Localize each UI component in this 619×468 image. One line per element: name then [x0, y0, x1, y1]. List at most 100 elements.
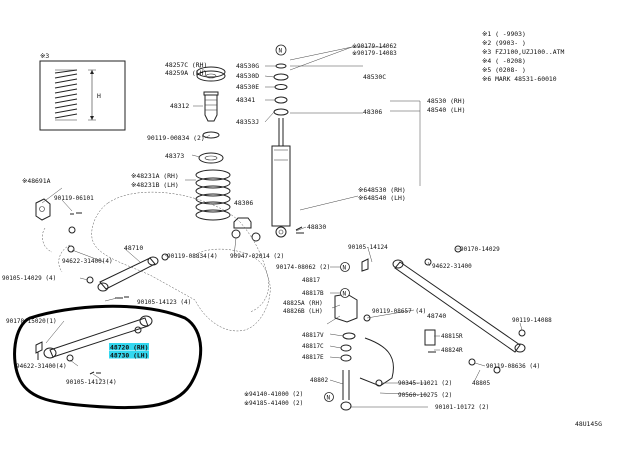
highlight-ring — [13, 304, 203, 410]
legend-row-2: ※2 (9903- ) — [482, 39, 526, 47]
stabilizer-link-rod — [342, 370, 350, 400]
n-circle-right-2 — [340, 288, 350, 298]
label-48740: 48740 — [427, 312, 446, 320]
inset-dim-line — [88, 69, 96, 121]
label-48530g: 48530G — [236, 62, 259, 70]
label-48824r: 48824R — [441, 347, 463, 354]
label-48257c: 48257C (RH) — [165, 61, 207, 69]
coil-spring — [195, 169, 231, 221]
label-90345-11021: 90345-11021 (2) — [398, 380, 452, 387]
label-94185-41400: ※94185-41400 (2) — [244, 400, 303, 407]
diff-outline — [194, 248, 269, 313]
shock-rod — [278, 118, 284, 146]
spring-height-inset: ※3 H — [39, 52, 126, 131]
stabilizer-bracket — [334, 293, 358, 323]
bracket-48306 — [233, 217, 252, 229]
label-90947-02014: 90947-02014 (2) — [230, 253, 284, 260]
axle-outline — [91, 191, 271, 332]
label-90101-10172: 90101-10172 (2) — [435, 404, 489, 411]
label-48817e: 48817E — [302, 354, 324, 361]
label-90105-14123-c: 90105-14123(4) — [66, 379, 117, 386]
label-94622-31400-c: 94622-31400 — [432, 263, 472, 270]
label-90178-15020: 90178-15020(1) — [6, 318, 57, 325]
label-48353j: 48353J — [236, 118, 259, 126]
spring-stack-left — [195, 66, 261, 242]
label-90119-14088: 90119-14088 — [512, 317, 552, 324]
label-48306-right: 48306 — [363, 108, 382, 116]
label-48373: 48373 — [165, 152, 184, 160]
lower-control-arm[interactable] — [35, 315, 153, 375]
label-48691a: ※48691A — [22, 177, 51, 185]
label-90119-08657: 90119-08657 (4) — [372, 308, 426, 315]
washer-48341 — [202, 131, 220, 139]
label-48817c: 48817C — [302, 343, 324, 350]
label-48826b: 48826B (LH) — [283, 308, 323, 315]
label-90560-10275: 90560-10275 (2) — [398, 392, 452, 399]
label-48540-lh: 48540 (LH) — [427, 106, 465, 114]
label-90105-14124: 90105-14124 — [348, 244, 388, 251]
label-48231a: ※48231A (RH) — [131, 172, 179, 180]
label-48530e: 48530E — [236, 83, 259, 91]
axle-housing — [42, 191, 271, 332]
label-90105-14123: 90105-14123 (4) — [137, 299, 191, 306]
svg-text:N: N — [343, 265, 347, 272]
legend: ※1 ( -9903) ※2 (9903- ) ※3 FZJ100,UZJ100… — [482, 30, 564, 83]
part-labels: 48257C (RH) 48259A (LH) 48312 90119-0083… — [2, 43, 552, 411]
lateral-rod-body — [394, 261, 521, 353]
legend-row-4: ※4 ( -0208) — [482, 57, 526, 65]
inset-spring-ends — [55, 69, 77, 121]
lower-insulator — [198, 152, 224, 164]
spring-inset-ref: ※3 — [40, 52, 49, 60]
left-bracket — [35, 198, 82, 253]
label-48817-top: 48817 — [302, 277, 320, 284]
n-circle-right-1 — [340, 262, 350, 272]
label-90105-14029: 90105-14029 (4) — [2, 275, 56, 282]
label-48815r: 48815R — [441, 333, 463, 340]
label-90174-08062: 90174-08062 (2) — [276, 264, 330, 271]
highlight-48730 — [109, 351, 149, 359]
shock-body — [271, 145, 291, 227]
label-48341: 48341 — [236, 96, 255, 104]
label-48817b: 48817B — [302, 290, 324, 297]
label-90119-08834: 90119-08834(4) — [167, 253, 218, 260]
inset-frame — [39, 60, 126, 131]
n-circle-top — [275, 44, 287, 56]
legend-row-6: ※6 MARK 48531-60010 — [482, 75, 557, 83]
svg-text:N: N — [279, 48, 283, 55]
label-48720-rh[interactable]: 48720 (RH) — [110, 344, 148, 352]
label-48312: 48312 — [170, 102, 189, 110]
shock-absorber: N — [271, 44, 304, 238]
label-48802: 48802 — [310, 377, 328, 384]
highlight-48720 — [109, 343, 149, 351]
shock-lower-eye — [275, 226, 287, 238]
label-48710: 48710 — [124, 244, 143, 252]
legend-row-3: ※3 FZJ100,UZJ100..ATM — [482, 48, 564, 56]
label-94140-41000: ※94140-41000 (2) — [244, 391, 303, 398]
label-48231b: ※48231B (LH) — [131, 181, 179, 189]
label-48259a: 48259A (LH) — [165, 69, 207, 77]
label-48805: 48805 — [472, 380, 490, 387]
svg-text:N: N — [327, 395, 331, 402]
stabilizer-link — [334, 293, 476, 411]
legend-row-5: ※5 (0208- ) — [482, 66, 526, 74]
label-48730-lh[interactable]: 48730 (LH) — [110, 352, 148, 360]
label-48830: 48830 — [307, 223, 326, 231]
inset-dim-label: H — [97, 92, 101, 100]
bump-stopper — [204, 95, 218, 122]
label-48306-left: 48306 — [234, 199, 253, 207]
label-94622-31400-a: 94622-31400(4) — [62, 258, 113, 265]
lateral-rod — [361, 245, 526, 374]
inset-spring-coil — [54, 69, 78, 119]
label-48817v: 48817V — [302, 332, 324, 339]
label-90119-08636: 90119-08636 (4) — [486, 363, 540, 370]
label-48530-rh-6: ※648530 (RH) — [358, 186, 406, 194]
leader-lines — [41, 65, 523, 408]
label-48530c: 48530C — [363, 73, 386, 81]
upper-insulator — [196, 66, 226, 78]
diagram-id: 48U145G — [575, 420, 602, 428]
label-48825a: 48825A (RH) — [283, 300, 323, 307]
bump-stopper-cap — [203, 91, 219, 96]
label-90119-00834: 90119-00834 (2) — [147, 134, 205, 142]
label-90179-14083: ※90179-14083 — [352, 50, 397, 57]
